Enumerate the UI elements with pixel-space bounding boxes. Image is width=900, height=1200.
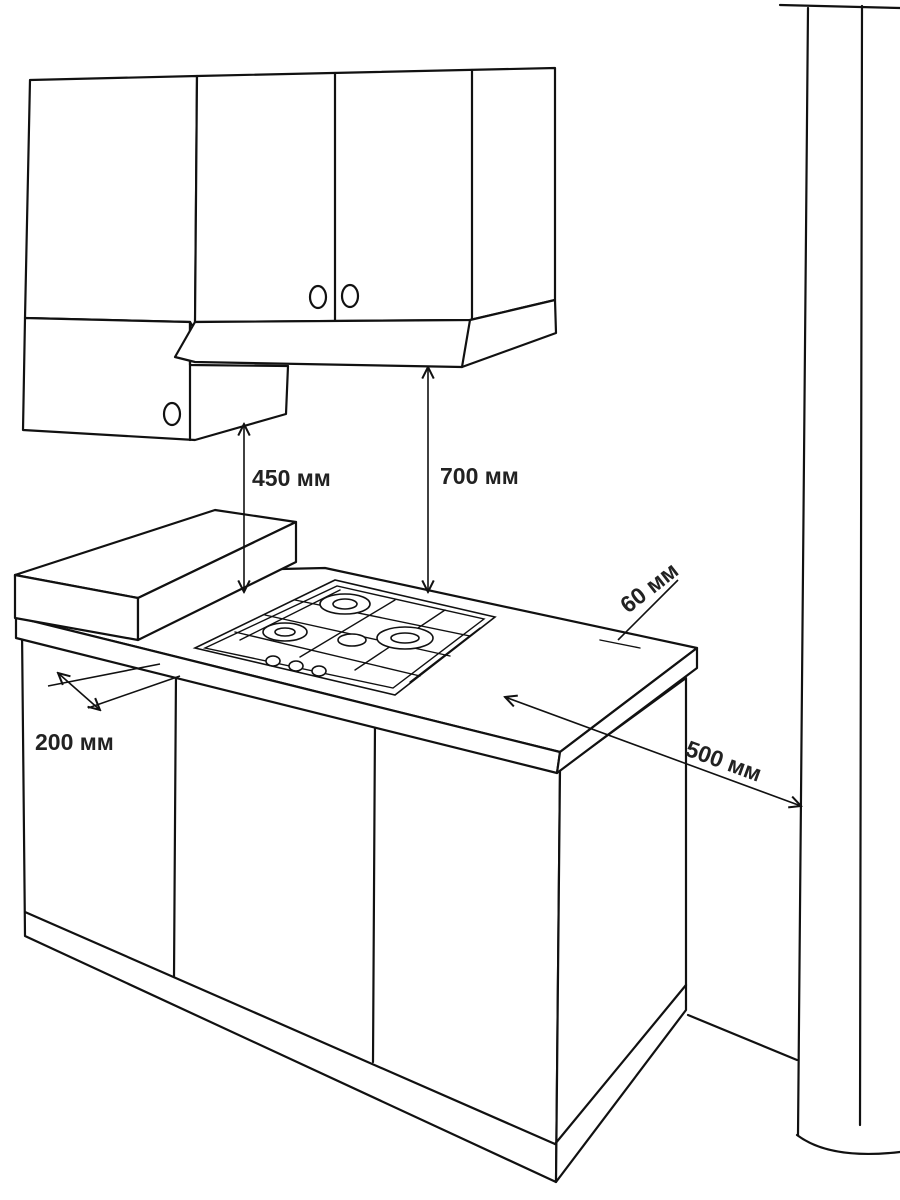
wall-column xyxy=(778,3,900,1156)
cooker-hood xyxy=(173,298,558,369)
knob-icon xyxy=(265,655,281,667)
knob-icon xyxy=(311,665,327,677)
cabinet-handle-icon xyxy=(162,401,182,427)
dimension-lines xyxy=(47,367,801,806)
dim-200-line xyxy=(58,673,100,710)
cabinet-handle-icon xyxy=(308,284,328,310)
dim-60-line xyxy=(617,579,679,641)
side-block xyxy=(13,508,298,642)
label-500: 500 мм xyxy=(682,735,765,786)
label-450: 450 мм xyxy=(252,465,331,491)
dim-200-ext-bottom xyxy=(87,675,181,709)
gas-hob xyxy=(192,579,497,696)
cabinet-handle-icon xyxy=(340,283,360,309)
burner-icon xyxy=(337,633,367,647)
knob-icon xyxy=(288,660,304,672)
dim-500-line xyxy=(505,697,801,806)
upper-cabinets xyxy=(193,66,557,324)
label-200: 200 мм xyxy=(35,729,114,755)
label-700: 700 мм xyxy=(440,463,519,489)
floor-line xyxy=(686,1013,799,1062)
